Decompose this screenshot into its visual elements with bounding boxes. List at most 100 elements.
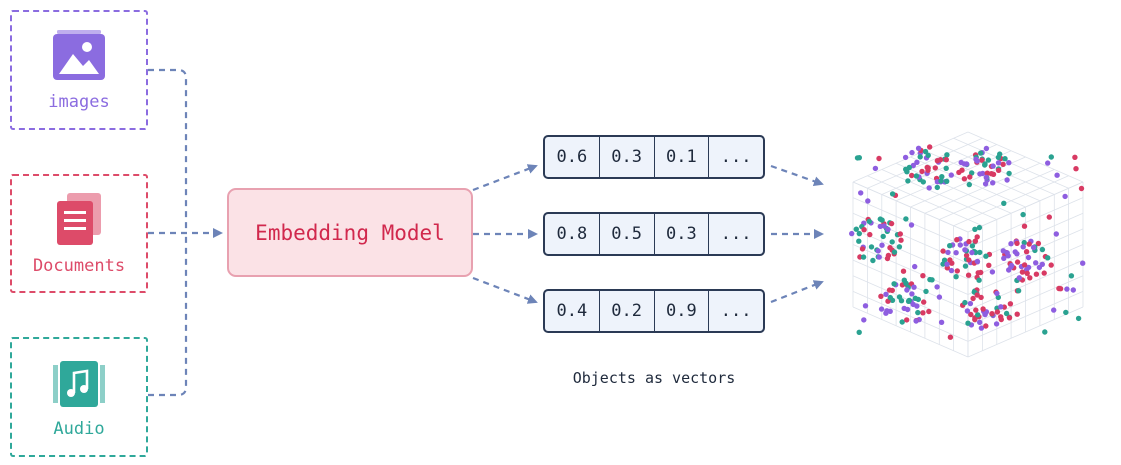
vector-point [1026,241,1032,247]
vector-cell: 0.4 [556,301,588,321]
vector-point [947,257,953,263]
vector-point [909,172,915,179]
vector-point [944,152,950,158]
vector-point [889,287,895,294]
vector-point [990,180,996,186]
vector-point [1039,246,1046,253]
vector-point [934,184,940,191]
vector-point [940,248,946,254]
vector-point [934,284,940,290]
vector-point [885,226,891,233]
vector-point [880,233,886,240]
vector-point [985,157,992,163]
vector-point [887,294,893,301]
vector-point [891,281,897,287]
vector-point [913,173,920,179]
vector-point [912,263,918,270]
vector-point [898,298,905,304]
vector-point [922,148,929,155]
vector-row-3: 0.4 0.2 0.9 ... [543,289,765,333]
vector-point [973,307,979,313]
vector-point [943,157,949,163]
vector-point [995,167,1002,173]
vector-point [1003,310,1010,317]
vector-point [1024,270,1030,276]
vector-point [1005,253,1011,259]
vector-point [1062,193,1068,200]
vector-point [868,244,875,250]
vector-point [962,299,968,306]
vector-point [1046,214,1052,220]
vector-point [905,298,912,304]
vector-point [1057,286,1064,292]
vector-point [909,291,915,297]
vector-point [995,154,1002,161]
vector-point [856,329,862,335]
vector-point [1025,254,1032,261]
vector-point [994,309,1001,315]
vector-point [885,252,892,259]
vector-point [947,243,953,249]
vector-point [896,244,903,250]
vector-point [1008,264,1014,270]
vector-point [904,287,910,293]
connector-audio [148,233,188,397]
vector-point [954,237,960,243]
vector-point [1039,261,1045,267]
vector-cell: 0.1 [653,137,709,177]
vector-point [883,291,889,297]
vector-point [1041,270,1047,276]
vector-point [989,269,996,275]
vector-point [998,304,1004,310]
images-label: images [48,92,110,112]
vector-point [954,268,960,274]
vector-point [901,277,907,283]
vector-point [1019,269,1026,275]
vector-point [962,247,968,253]
vector-point [849,230,855,237]
vector-point [974,292,980,298]
vector-point [878,306,885,312]
vector-point [914,159,920,165]
vector-point [899,319,905,325]
vector-point [1070,287,1076,293]
vector-point [1006,170,1012,177]
vector-point [889,191,896,197]
vector-point [982,161,988,167]
vector-point [858,190,864,196]
vector-point [1078,185,1085,192]
vector-point [911,284,917,290]
vector-point [1063,309,1069,316]
vector-point [923,288,929,295]
vector-point [879,242,885,248]
vector-point [1027,275,1033,281]
vector-point [1021,223,1028,229]
vector-point [977,319,983,325]
vector-point [967,300,974,307]
vector-point [872,165,879,172]
vector-point [994,290,1000,297]
vector-point [986,262,992,268]
vector-point [961,176,968,182]
vector-point [963,252,970,259]
vector-cell: 0.5 [598,214,654,254]
vector-point [948,267,955,274]
vector-point [975,312,981,318]
vector-point [878,293,884,299]
vector-point [1004,177,1010,183]
vector-point [1006,160,1012,166]
vector-point [1020,211,1026,218]
vector-point [926,185,932,191]
vector-point [1007,301,1014,307]
vector-point [938,178,944,184]
vector-point [1001,255,1007,261]
document-icon [57,193,101,245]
vector-point [903,166,909,172]
audio-source-box: Audio [10,337,148,457]
vector-point [900,268,907,274]
vector-point [910,301,916,308]
vector-point [956,169,962,176]
vector-point [944,261,950,267]
vector-point [1014,311,1020,317]
